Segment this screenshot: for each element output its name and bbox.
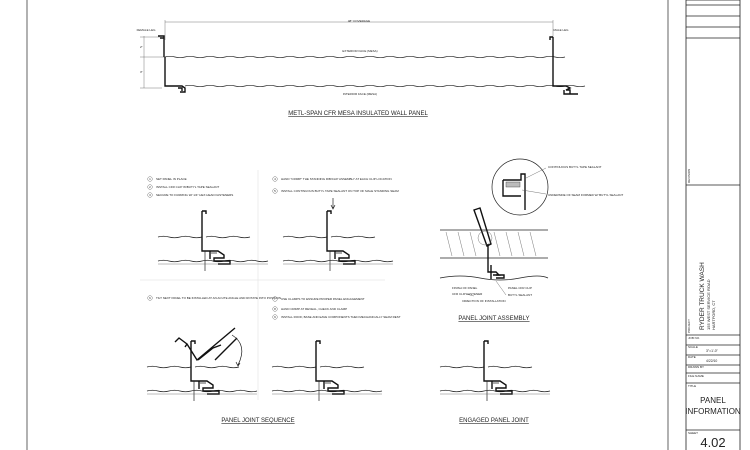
step-number: 5: [274, 189, 276, 193]
step-text: HAND "CRIMP" THE STANDING RIB/CLIP ASSEM…: [281, 177, 392, 181]
step-text: INSTALL ROOF, BASE AND EAVE COMPONENTS T…: [281, 315, 401, 319]
caption-assembly: PANEL JOINT ASSEMBLY: [458, 316, 529, 322]
step-number-circle: [272, 188, 278, 194]
step-number-circle: [272, 176, 278, 182]
step-number-circle: [272, 314, 278, 320]
dim-top: 2": [140, 45, 143, 49]
project-label: PROJECT: [687, 319, 691, 333]
main-panel-profile: 48" COVERAGE FEMALE LEG MALE LEG 2" 3" E…: [137, 19, 586, 117]
step-text: INSTALL CONTINUOUS BUTYL TAPE SEALANT ON…: [281, 189, 399, 193]
callout-clip-fastener: CFR CLIP FASTENER: [452, 292, 483, 296]
interior-face-label: INTERIOR FACE (MESA): [343, 92, 377, 96]
rotate-arrow-icon: [231, 334, 243, 367]
caption-sequence: PANEL JOINT SEQUENCE: [221, 418, 294, 424]
callout-clip: PANEL CFR CLIP: [508, 286, 532, 290]
dim-bottom: 3": [140, 70, 143, 74]
file-name-label: FILE NAME: [688, 374, 704, 378]
coverage-label: 48" COVERAGE: [348, 19, 370, 23]
arrow-down-icon: [330, 198, 336, 210]
step-number-circle: [272, 296, 278, 302]
female-leg-label: FEMALE LEG: [137, 28, 157, 32]
sheet-title-2: INFORMATION: [685, 407, 741, 416]
job-no-label: JOB NO.: [688, 336, 700, 340]
callout-butyl-tape: CONTINUOUS BUTYL TAPE SEALANT: [548, 165, 602, 169]
step-text: USE CLAMPS TO ENSURE PROPER PANEL ENGAGE…: [281, 297, 365, 301]
project-name: RYDER TRUCK WASH: [699, 262, 706, 330]
step-number-circle: [147, 184, 153, 190]
steps: 1 SET PANEL IN PLACE 2 INSTALL CFR CLIP W/B…: [147, 176, 401, 320]
step-text: HAND CRIMP AT REVEAL, CHECK AND CLAMP: [281, 307, 347, 311]
detail-step-1-3: [157, 210, 269, 272]
callout-butyl: BUTYL SEALANT: [508, 293, 532, 297]
drawn-by-label: DRAWN BY: [688, 365, 704, 369]
step-number-circle: [272, 306, 278, 312]
date-label: DATE: [688, 355, 696, 359]
step-number: 8: [274, 307, 276, 311]
engaged-joint-detail: [439, 340, 551, 402]
step-text: SECURE TO FURRING W/ 1/4" HEX HEAD FASTE…: [156, 193, 233, 197]
step-number: 3: [149, 193, 151, 197]
tilted-panel: [174, 327, 238, 362]
sheet-title-1: PANEL: [700, 396, 726, 405]
step-text: INSTALL CFR CLIP W/BUTYL TAPE SEALANT: [156, 185, 219, 189]
step-number: 9: [274, 315, 276, 319]
project-address-1: 155 WEST SERVICE ROAD: [706, 279, 711, 330]
step-number: 4: [274, 177, 276, 181]
step-number-circle: [147, 176, 153, 182]
scale-label: SCALE: [688, 345, 698, 349]
installation-note: DIRECTION OF INSTALLATION: [462, 299, 505, 303]
sheet-number: 4.02: [700, 435, 725, 450]
sheet-label: SHEET: [688, 431, 698, 435]
panel-joint-assembly: CONTINUOUS BUTYL TAPE SEALANT UNDERSIDE …: [439, 158, 623, 303]
revision-label: REVISION: [687, 169, 691, 183]
scale-value: 3"=1'-0": [706, 349, 719, 353]
step-text: SET PANEL IN PLACE: [156, 177, 187, 181]
callout-finish: FINISH OF PANEL: [452, 286, 478, 290]
detail-step-4-5: [282, 210, 394, 272]
title-block: REVISION PROJECT RYDER TRUCK WASH 155 WE…: [685, 0, 741, 450]
exterior-face-label: EXTERIOR FACE (MESA): [342, 49, 377, 53]
step-number-circle: [147, 295, 153, 301]
project-address-2: HARTFORD, CT: [711, 300, 716, 330]
caption-engaged: ENGAGED PANEL JOINT: [459, 418, 529, 424]
step-number-circle: [147, 192, 153, 198]
main-panel-title: METL-SPAN CFR MESA INSULATED WALL PANEL: [288, 111, 428, 117]
title-label: TITLE: [688, 384, 696, 388]
callout-underside-seam: UNDERSIDE OF SEAM FORMED W/ BUTYL SEALAN…: [548, 193, 623, 197]
step-text: TILT NEXT PANEL TO BE INSTALLED AT AN AC…: [156, 296, 281, 300]
date-value: 4/22/10: [706, 359, 717, 363]
detail-step-6: [146, 340, 258, 402]
detail-step-7-9: [271, 340, 383, 402]
step-number: 7: [274, 297, 276, 301]
step-number: 6: [149, 296, 151, 300]
male-leg-label: MALE LEG: [553, 28, 569, 32]
step-number: 1: [149, 177, 151, 181]
step-number: 2: [149, 185, 151, 189]
